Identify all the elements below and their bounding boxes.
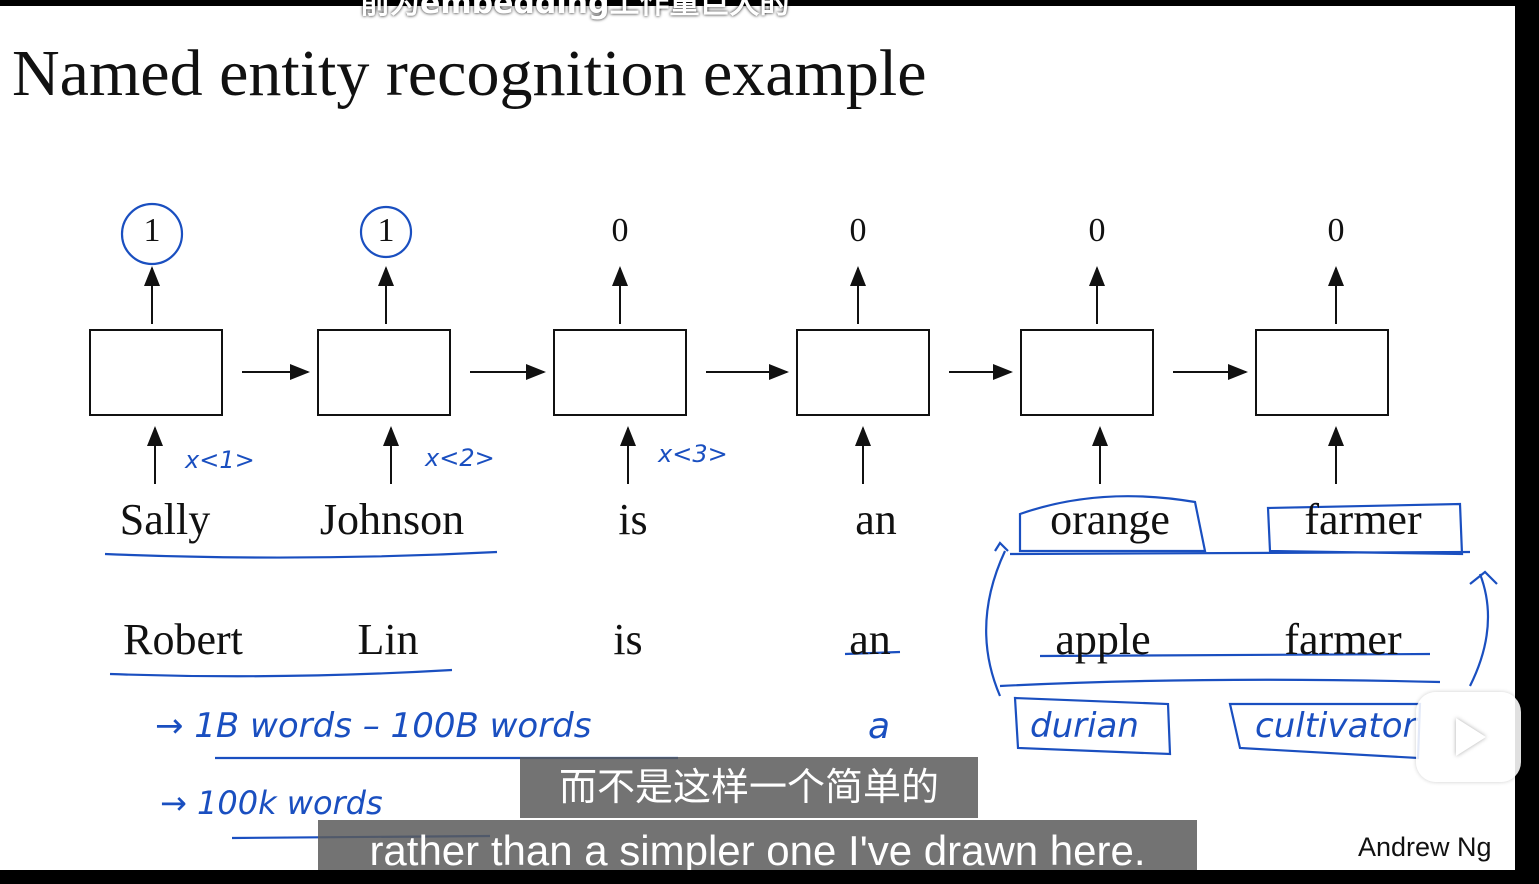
input-word: orange — [1050, 495, 1170, 544]
rnn-cell — [796, 329, 930, 416]
example-word: apple — [1055, 615, 1151, 664]
output-label: 0 — [1088, 212, 1106, 249]
example-word: is — [613, 615, 643, 664]
rnn-cell — [317, 329, 451, 416]
rnn-diagram — [89, 202, 1498, 840]
example-word: farmer — [1284, 615, 1402, 664]
play-icon[interactable] — [1416, 692, 1521, 782]
output-label: 1 — [143, 212, 161, 249]
author-credit: Andrew Ng — [1358, 832, 1492, 862]
rnn-cell — [89, 329, 223, 416]
annotation-x1: x<1> — [185, 446, 255, 474]
example-word: Lin — [357, 615, 419, 664]
annotation-cultivator: cultivator — [1255, 706, 1417, 746]
output-label: 0 — [611, 212, 629, 249]
annotation-x3: x<3> — [658, 440, 728, 468]
annotation-word-counts: → 1B words – 100B words — [155, 706, 592, 746]
example-word: an — [849, 615, 891, 664]
subtitle-english: rather than a simpler one I've drawn her… — [318, 820, 1197, 870]
input-word: is — [618, 495, 648, 544]
input-word: Johnson — [319, 495, 465, 544]
slide-title: Named entity recognition example — [12, 37, 927, 110]
output-label: 0 — [1327, 212, 1345, 249]
annotation-x2: x<2> — [425, 444, 495, 472]
output-label: 0 — [849, 212, 867, 249]
annotation-100k-words: → 100k words — [160, 784, 383, 822]
subtitle-top-partial: 前为embedding工作量巨大的 — [360, 0, 790, 21]
input-word: an — [855, 495, 897, 544]
input-word: Sally — [119, 495, 211, 544]
input-word: farmer — [1304, 495, 1422, 544]
output-label: 1 — [377, 212, 395, 249]
subtitle-chinese: 而不是这样一个简单的 — [520, 757, 978, 818]
rnn-cell — [1255, 329, 1389, 416]
annotation-durian: durian — [1030, 706, 1139, 746]
handwritten-marks — [104, 202, 1498, 840]
example-word: Robert — [123, 615, 243, 664]
rnn-cell — [553, 329, 687, 416]
annotation-a: a — [868, 706, 891, 747]
rnn-cell — [1020, 329, 1154, 416]
